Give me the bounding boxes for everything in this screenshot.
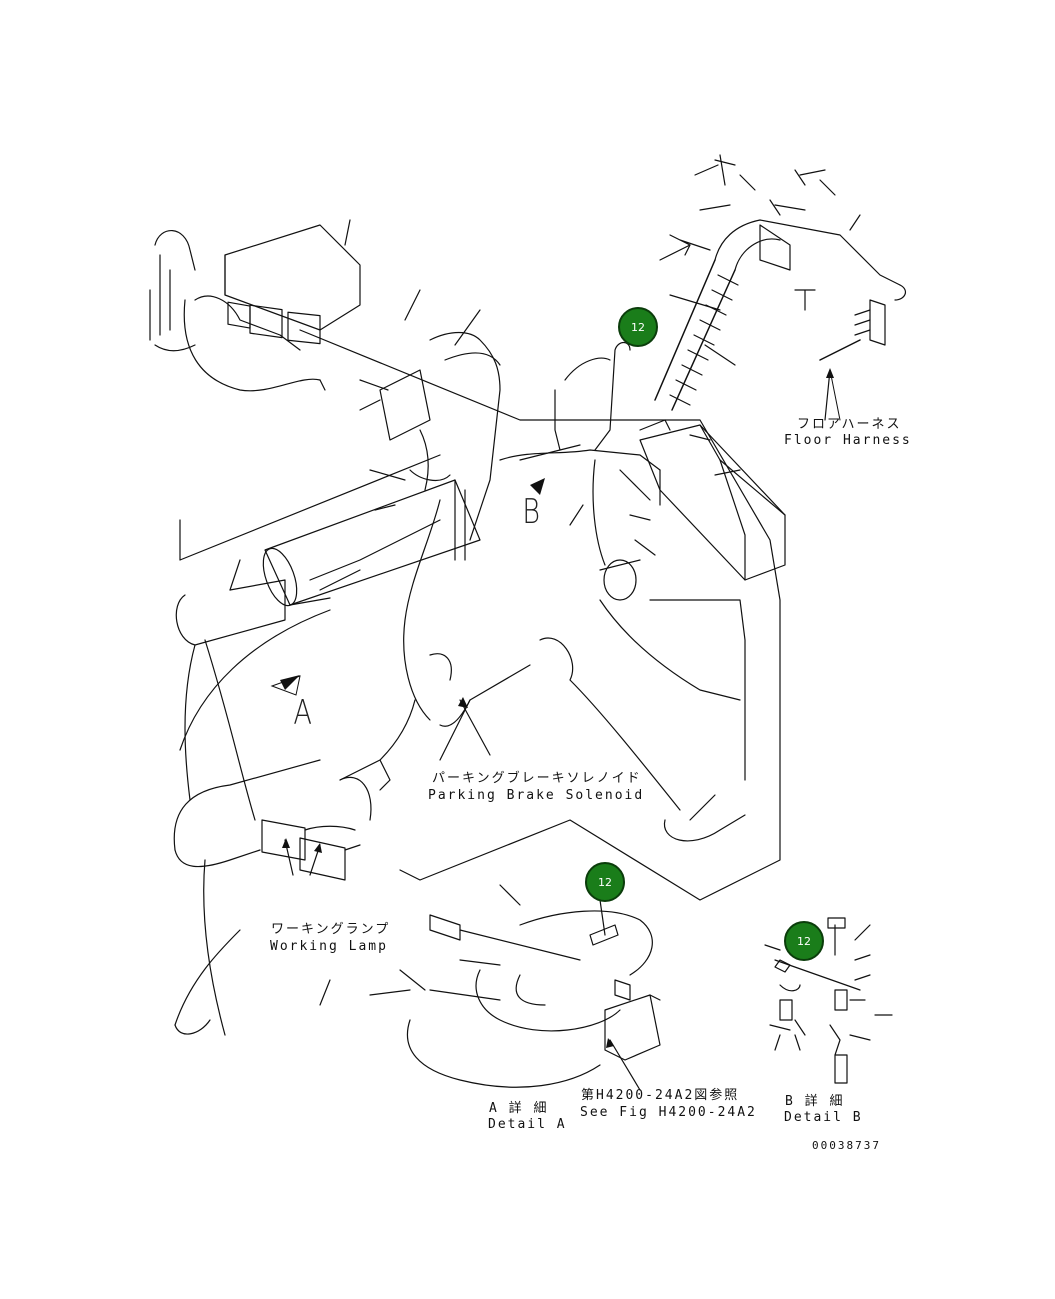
- working-lamp-label-en: Working Lamp: [270, 939, 388, 954]
- floor-harness-connectors: [820, 285, 905, 360]
- callout-12-detail-b[interactable]: 12: [784, 921, 824, 961]
- callout-12-upper[interactable]: 12: [618, 307, 658, 347]
- detail-b-drawing: [770, 918, 860, 1083]
- arrow-heads: [282, 368, 834, 1048]
- detail-a-drawing: [407, 911, 660, 1087]
- view-letter-b: B: [522, 492, 541, 532]
- parking-brake-label-en: Parking Brake Solenoid: [428, 788, 645, 803]
- bolts-upper-right: [670, 155, 825, 310]
- floor-harness-label-jp: フロアハーネス: [797, 417, 902, 432]
- view-letter-a: A: [293, 693, 312, 733]
- see-fig-label-en: See Fig H4200-24A2: [580, 1105, 757, 1120]
- left-arm: [174, 560, 330, 1035]
- detail-b-label-jp: B 詳 細: [785, 1094, 845, 1109]
- callout-12-detail-a[interactable]: 12: [585, 862, 625, 902]
- working-lamps-drawing: [262, 777, 371, 880]
- view-arrow-b: [530, 478, 545, 495]
- hydraulic-cylinder: [257, 480, 480, 610]
- view-arrow-a: [272, 675, 300, 695]
- monitor-panel: [225, 225, 360, 344]
- leader-lines: [320, 165, 892, 1090]
- detail-b-label-en: Detail B: [784, 1110, 863, 1125]
- harness-top-left: [150, 231, 325, 391]
- frame-outline: [180, 330, 780, 900]
- working-lamp-label-jp: ワーキングランプ: [271, 922, 391, 937]
- spiral-tube-harness: [655, 220, 900, 410]
- detail-a-label-en: Detail A: [488, 1117, 567, 1132]
- see-fig-label-jp: 第H4200-24A2図参照: [581, 1088, 740, 1103]
- detail-a-label-jp: A 詳 細: [489, 1101, 549, 1116]
- floor-harness-label-en: Floor Harness: [784, 433, 912, 448]
- right-frame-beam: [640, 425, 785, 580]
- harness-central: [310, 333, 670, 791]
- parking-brake-label-jp: パーキングブレーキソレノイド: [432, 771, 642, 786]
- drawing-number: 00038737: [812, 1139, 881, 1152]
